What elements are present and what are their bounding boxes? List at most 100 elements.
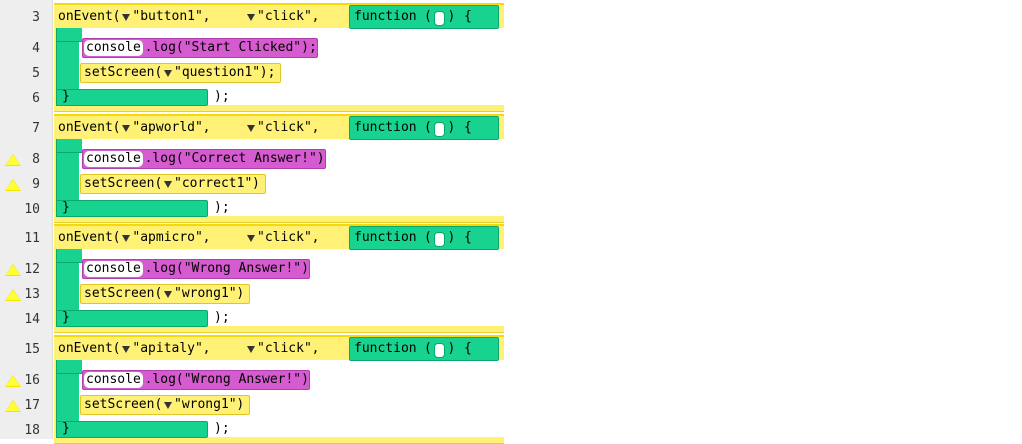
- paren-open: (: [112, 230, 121, 245]
- set-screen-block[interactable]: [80, 63, 282, 83]
- paren-open: (: [112, 9, 121, 24]
- close-brace: }: [62, 420, 70, 436]
- dropdown-arrow-icon[interactable]: [122, 124, 131, 132]
- comma: ,: [311, 230, 320, 245]
- dropdown-arrow-icon[interactable]: [122, 345, 131, 353]
- function-keyword[interactable]: function: [354, 9, 417, 24]
- target-id-dropdown[interactable]: "apworld": [132, 119, 203, 135]
- event-block-footer: [54, 326, 504, 333]
- parameter-slot[interactable]: [434, 11, 445, 26]
- warning-triangle-icon[interactable]: [5, 399, 21, 412]
- line-number: 10: [24, 201, 40, 217]
- set-screen-block[interactable]: [80, 173, 266, 194]
- line-number: 8: [32, 151, 40, 167]
- line-number: 15: [24, 341, 40, 357]
- dropdown-arrow-icon[interactable]: [164, 180, 172, 188]
- function-block-end: [56, 199, 208, 217]
- console-object[interactable]: console: [84, 150, 143, 167]
- close-tail: );: [214, 420, 230, 436]
- event-block-footer: [54, 436, 504, 444]
- line-number: 11: [24, 231, 40, 246]
- dropdown-arrow-icon[interactable]: [247, 235, 255, 242]
- screen-id-dropdown[interactable]: "question1": [174, 65, 261, 80]
- target-id-dropdown[interactable]: "apmicro": [132, 230, 203, 245]
- dropdown-arrow-icon[interactable]: [164, 70, 172, 77]
- close-tail: );: [214, 310, 230, 325]
- warning-triangle-icon[interactable]: [5, 374, 21, 387]
- console-object[interactable]: console: [84, 40, 143, 56]
- console-log-call[interactable]: .log("Wrong Answer!"): [144, 261, 309, 276]
- event-function-name[interactable]: onEvent: [58, 119, 113, 135]
- function-block-corner: [56, 359, 82, 374]
- dropdown-arrow-icon[interactable]: [247, 14, 255, 21]
- warning-triangle-icon[interactable]: [5, 289, 21, 301]
- paren-open: (: [112, 119, 121, 135]
- paren-open: (: [112, 340, 121, 356]
- event-type-dropdown[interactable]: "click": [257, 119, 312, 135]
- function-block-corner: [56, 28, 82, 42]
- target-id-dropdown[interactable]: "button1": [132, 9, 203, 24]
- screen-id-dropdown[interactable]: "correct1": [174, 175, 253, 191]
- close-tail: );: [214, 89, 230, 104]
- function-block-header[interactable]: [349, 5, 499, 29]
- dropdown-arrow-icon[interactable]: [247, 124, 255, 132]
- line-number: 17: [24, 397, 40, 413]
- parameter-slot[interactable]: [434, 121, 445, 137]
- console-object[interactable]: console: [84, 371, 143, 388]
- dropdown-arrow-icon[interactable]: [122, 14, 131, 21]
- function-block-header[interactable]: [349, 336, 499, 361]
- dropdown-arrow-icon[interactable]: [164, 291, 172, 298]
- console-object[interactable]: console: [84, 261, 143, 277]
- function-keyword[interactable]: function: [354, 119, 417, 135]
- dropdown-arrow-icon[interactable]: [122, 235, 131, 242]
- console-log-call[interactable]: .log("Correct Answer!"): [144, 150, 325, 166]
- paren: ( ): [424, 9, 456, 24]
- parameter-slot[interactable]: [434, 342, 445, 358]
- event-block-footer: [54, 215, 504, 223]
- dropdown-arrow-icon[interactable]: [164, 401, 172, 409]
- screen-id-dropdown[interactable]: "wrong1": [174, 396, 237, 412]
- line-number: 4: [32, 41, 40, 56]
- event-function-name[interactable]: onEvent: [58, 340, 113, 356]
- paren: ( ): [424, 119, 456, 135]
- line-number: 14: [24, 312, 40, 327]
- line-number: 6: [32, 91, 40, 106]
- warning-triangle-icon[interactable]: [5, 178, 21, 191]
- warning-triangle-icon[interactable]: [5, 153, 21, 166]
- event-function-name[interactable]: onEvent: [58, 230, 113, 245]
- set-screen-call[interactable]: setScreen(: [84, 175, 163, 191]
- comma: ,: [202, 9, 211, 24]
- set-screen-call[interactable]: setScreen(: [84, 286, 163, 301]
- event-type-dropdown[interactable]: "click": [257, 340, 312, 356]
- warning-triangle-icon[interactable]: [5, 264, 21, 276]
- function-block-corner: [56, 138, 82, 153]
- line-number-gutter: [0, 0, 53, 439]
- line-number: 3: [32, 10, 40, 25]
- function-block-body: [56, 359, 79, 426]
- event-block-footer: [54, 105, 504, 112]
- function-block-header[interactable]: [349, 115, 499, 140]
- function-block-header[interactable]: [349, 226, 499, 250]
- screen-id-dropdown[interactable]: "wrong1": [174, 286, 237, 301]
- console-log-call[interactable]: .log("Wrong Answer!"): [144, 371, 309, 387]
- event-type-dropdown[interactable]: "click": [257, 9, 312, 24]
- function-keyword[interactable]: function: [354, 230, 417, 245]
- set-screen-close: ): [236, 396, 245, 412]
- parameter-slot[interactable]: [434, 232, 445, 247]
- console-log-block[interactable]: [82, 148, 326, 169]
- set-screen-call[interactable]: setScreen(: [84, 65, 163, 80]
- set-screen-call[interactable]: setScreen(: [84, 396, 163, 412]
- console-log-call[interactable]: .log("Start Clicked");: [144, 40, 317, 55]
- comma: ,: [311, 119, 320, 135]
- line-number: 12: [24, 262, 40, 277]
- target-id-dropdown[interactable]: "apitaly": [132, 340, 203, 356]
- function-block-end: [56, 310, 208, 327]
- event-type-dropdown[interactable]: "click": [257, 230, 312, 245]
- dropdown-arrow-icon[interactable]: [247, 345, 255, 353]
- paren: ( ): [424, 340, 456, 356]
- close-brace: }: [62, 89, 70, 104]
- close-brace: }: [62, 310, 70, 325]
- event-function-name[interactable]: onEvent: [58, 9, 113, 24]
- function-keyword[interactable]: function: [354, 340, 417, 356]
